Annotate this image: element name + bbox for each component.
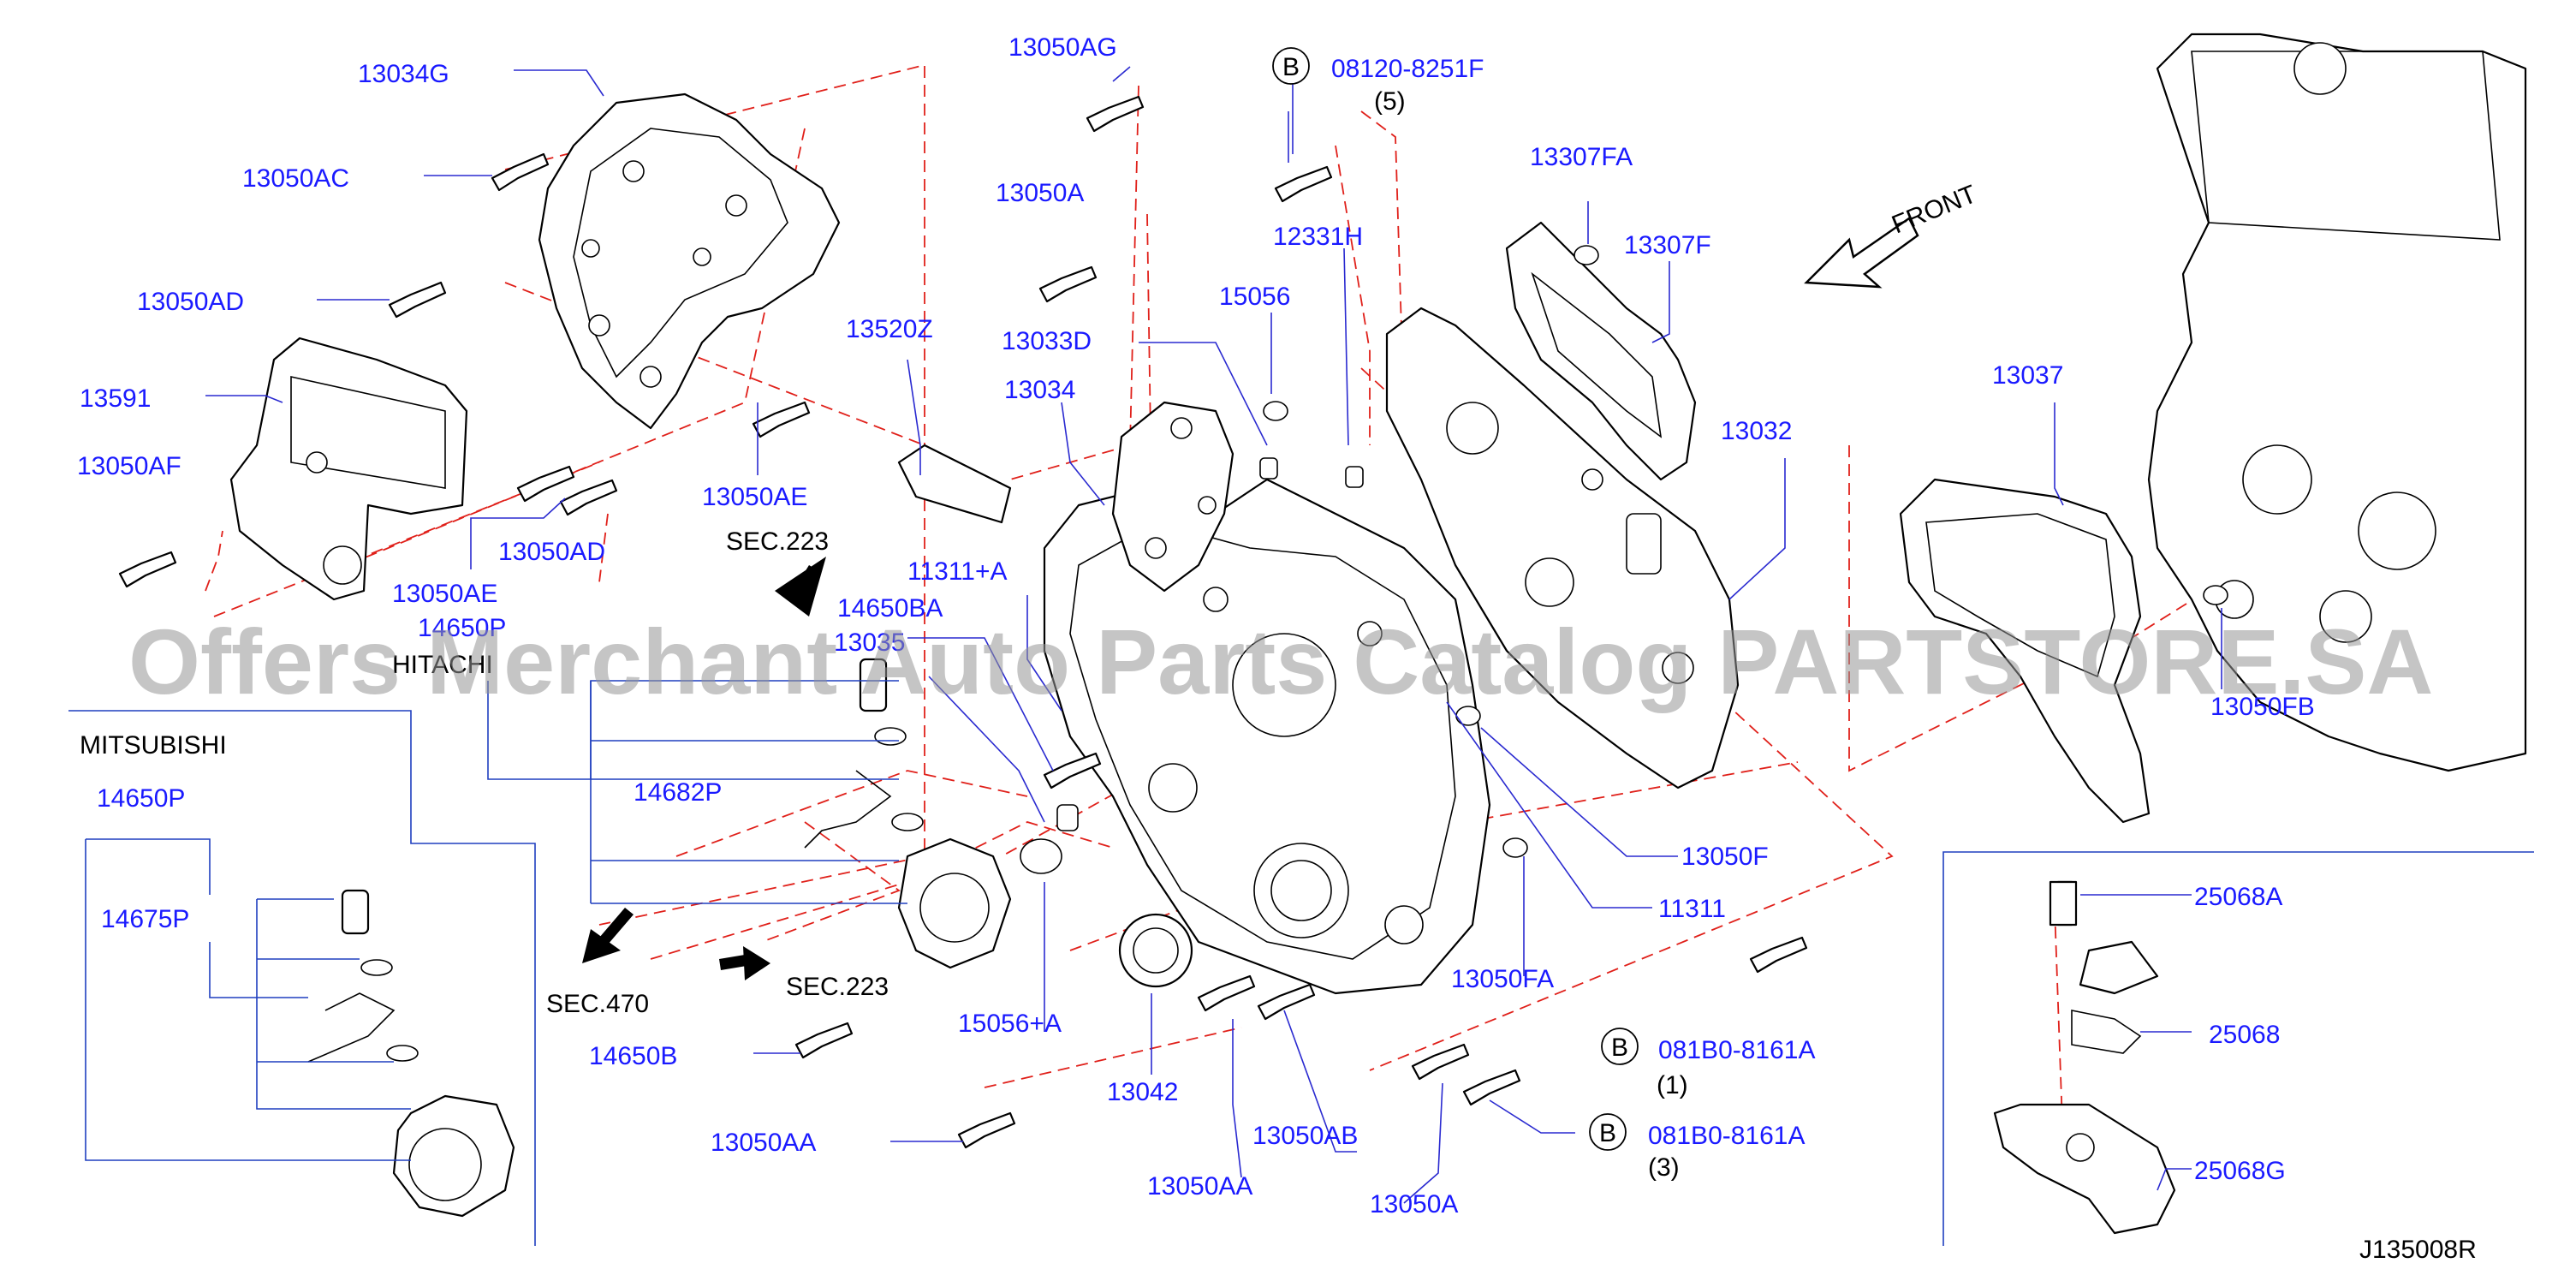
label-13034[interactable]: 13034 — [1004, 376, 1075, 404]
hitachi-label: HITACHI — [392, 651, 493, 679]
label-25068G[interactable]: 25068G — [2194, 1157, 2286, 1185]
b-bubble-3 — [1589, 1113, 1627, 1151]
label-13034G[interactable]: 13034G — [358, 60, 449, 88]
b-bubble-letter-1: B — [1282, 53, 1300, 81]
diagram-ref: J135008R — [2359, 1236, 2477, 1264]
label-13050AA-a[interactable]: 13050AA — [1147, 1172, 1252, 1201]
label-13042[interactable]: 13042 — [1107, 1078, 1178, 1106]
crank-sensor-25068 — [1993, 880, 2176, 1235]
part-labels: 13034G 13050AC 13050AD 13591 13050AF 130… — [77, 33, 2315, 1218]
label-13050A-b[interactable]: 13050A — [1370, 1190, 1458, 1218]
sensor-box — [1942, 851, 2534, 1246]
label-12331H[interactable]: 12331H — [1273, 223, 1363, 251]
vacuum-pump-hitachi — [897, 837, 1012, 969]
label-14650P-b[interactable]: 14650P — [97, 784, 185, 813]
gasket-13037 — [1899, 478, 2151, 824]
label-13050AD-a[interactable]: 13050AD — [137, 288, 244, 316]
sec-223-top-label[interactable]: SEC.223 — [726, 527, 829, 556]
vacuum-pump-mitsubishi — [392, 1094, 515, 1218]
label-11311[interactable]: 11311 — [1658, 895, 1726, 923]
bracket-13033D — [1111, 401, 1234, 593]
label-08120-8251F[interactable]: 08120-8251F — [1331, 55, 1484, 83]
mitsubishi-box — [68, 710, 536, 1246]
label-14675P[interactable]: 14675P — [101, 905, 189, 933]
leader-lines — [205, 66, 2222, 1204]
label-13050AF[interactable]: 13050AF — [77, 452, 181, 480]
qty-3: (3) — [1648, 1153, 1680, 1182]
label-15056[interactable]: 15056 — [1219, 283, 1290, 311]
sec-470-label[interactable]: SEC.470 — [546, 990, 649, 1018]
label-081B0-8161A-1[interactable]: 081B0-8161A — [1658, 1036, 1816, 1064]
label-13520Z[interactable]: 13520Z — [846, 315, 933, 343]
b-bubble-letter-3: B — [1599, 1119, 1616, 1147]
label-15056A[interactable]: 15056+A — [958, 1010, 1062, 1038]
label-13032[interactable]: 13032 — [1721, 417, 1792, 445]
label-13307F[interactable]: 13307F — [1624, 231, 1711, 259]
label-14650BA[interactable]: 14650BA — [837, 594, 943, 623]
oil-seal-13042 — [1118, 913, 1193, 988]
label-13037[interactable]: 13037 — [1992, 361, 2063, 390]
label-13050A-a[interactable]: 13050A — [996, 179, 1084, 207]
label-13033D[interactable]: 13033D — [1002, 327, 1092, 355]
qty-5: (5) — [1374, 87, 1406, 116]
bolts — [118, 95, 2078, 1149]
label-081B0-8161A-3[interactable]: 081B0-8161A — [1648, 1122, 1806, 1150]
o-rings — [1020, 245, 2228, 874]
label-13050FB[interactable]: 13050FB — [2210, 693, 2315, 721]
sec-223-bottom-label[interactable]: SEC.223 — [786, 973, 889, 1001]
label-13050AE-b[interactable]: 13050AE — [392, 580, 497, 608]
sec-arrows — [582, 557, 826, 980]
b-bubble-letter-2: B — [1611, 1034, 1628, 1062]
timing-chain-tensioner-13520Z — [897, 444, 1012, 524]
b-bubble-2 — [1601, 1028, 1639, 1065]
engine-block — [2147, 33, 2527, 772]
oil-pipe-14675P — [307, 889, 419, 1063]
label-14650P-a[interactable]: 14650P — [418, 614, 506, 642]
upper-timing-cover-13034G — [538, 92, 841, 430]
label-13050AD-b[interactable]: 13050AD — [498, 538, 605, 566]
mitsubishi-label: MITSUBISHI — [80, 731, 227, 760]
label-25068[interactable]: 25068 — [2209, 1021, 2280, 1049]
front-label: FRONT — [1888, 180, 1980, 239]
label-13035[interactable]: 13035 — [834, 629, 905, 657]
rear-plate-13032 — [1385, 307, 1740, 789]
front-cover-13034 — [1043, 478, 1491, 995]
label-13307FA[interactable]: 13307FA — [1530, 143, 1633, 171]
label-14650B[interactable]: 14650B — [589, 1042, 677, 1070]
label-13050AC[interactable]: 13050AC — [242, 164, 349, 193]
label-13050AB[interactable]: 13050AB — [1252, 1122, 1358, 1150]
label-25068A[interactable]: 25068A — [2194, 883, 2282, 911]
label-13050AA-b[interactable]: 13050AA — [711, 1129, 816, 1157]
watermark: Offers Merchant Auto Parts Catalog PARTS… — [128, 610, 2433, 713]
label-13050AE-a[interactable]: 13050AE — [702, 483, 807, 511]
label-11311A[interactable]: 11311+A — [907, 557, 1008, 586]
label-13050F[interactable]: 13050F — [1681, 843, 1769, 871]
label-13591[interactable]: 13591 — [80, 384, 151, 413]
hitachi-group-bracket — [487, 680, 907, 904]
label-14682P[interactable]: 14682P — [634, 778, 722, 807]
front-arrow-icon — [1804, 217, 1919, 289]
label-13050AG[interactable]: 13050AG — [1008, 33, 1117, 62]
b-bubbles — [1272, 47, 1639, 1151]
label-13050FA[interactable]: 13050FA — [1451, 965, 1554, 993]
lower-timing-cover-13591 — [229, 337, 468, 601]
gasket-13307F — [1505, 221, 1697, 481]
qty-1: (1) — [1657, 1071, 1688, 1099]
b-bubble-1 — [1272, 47, 1310, 85]
